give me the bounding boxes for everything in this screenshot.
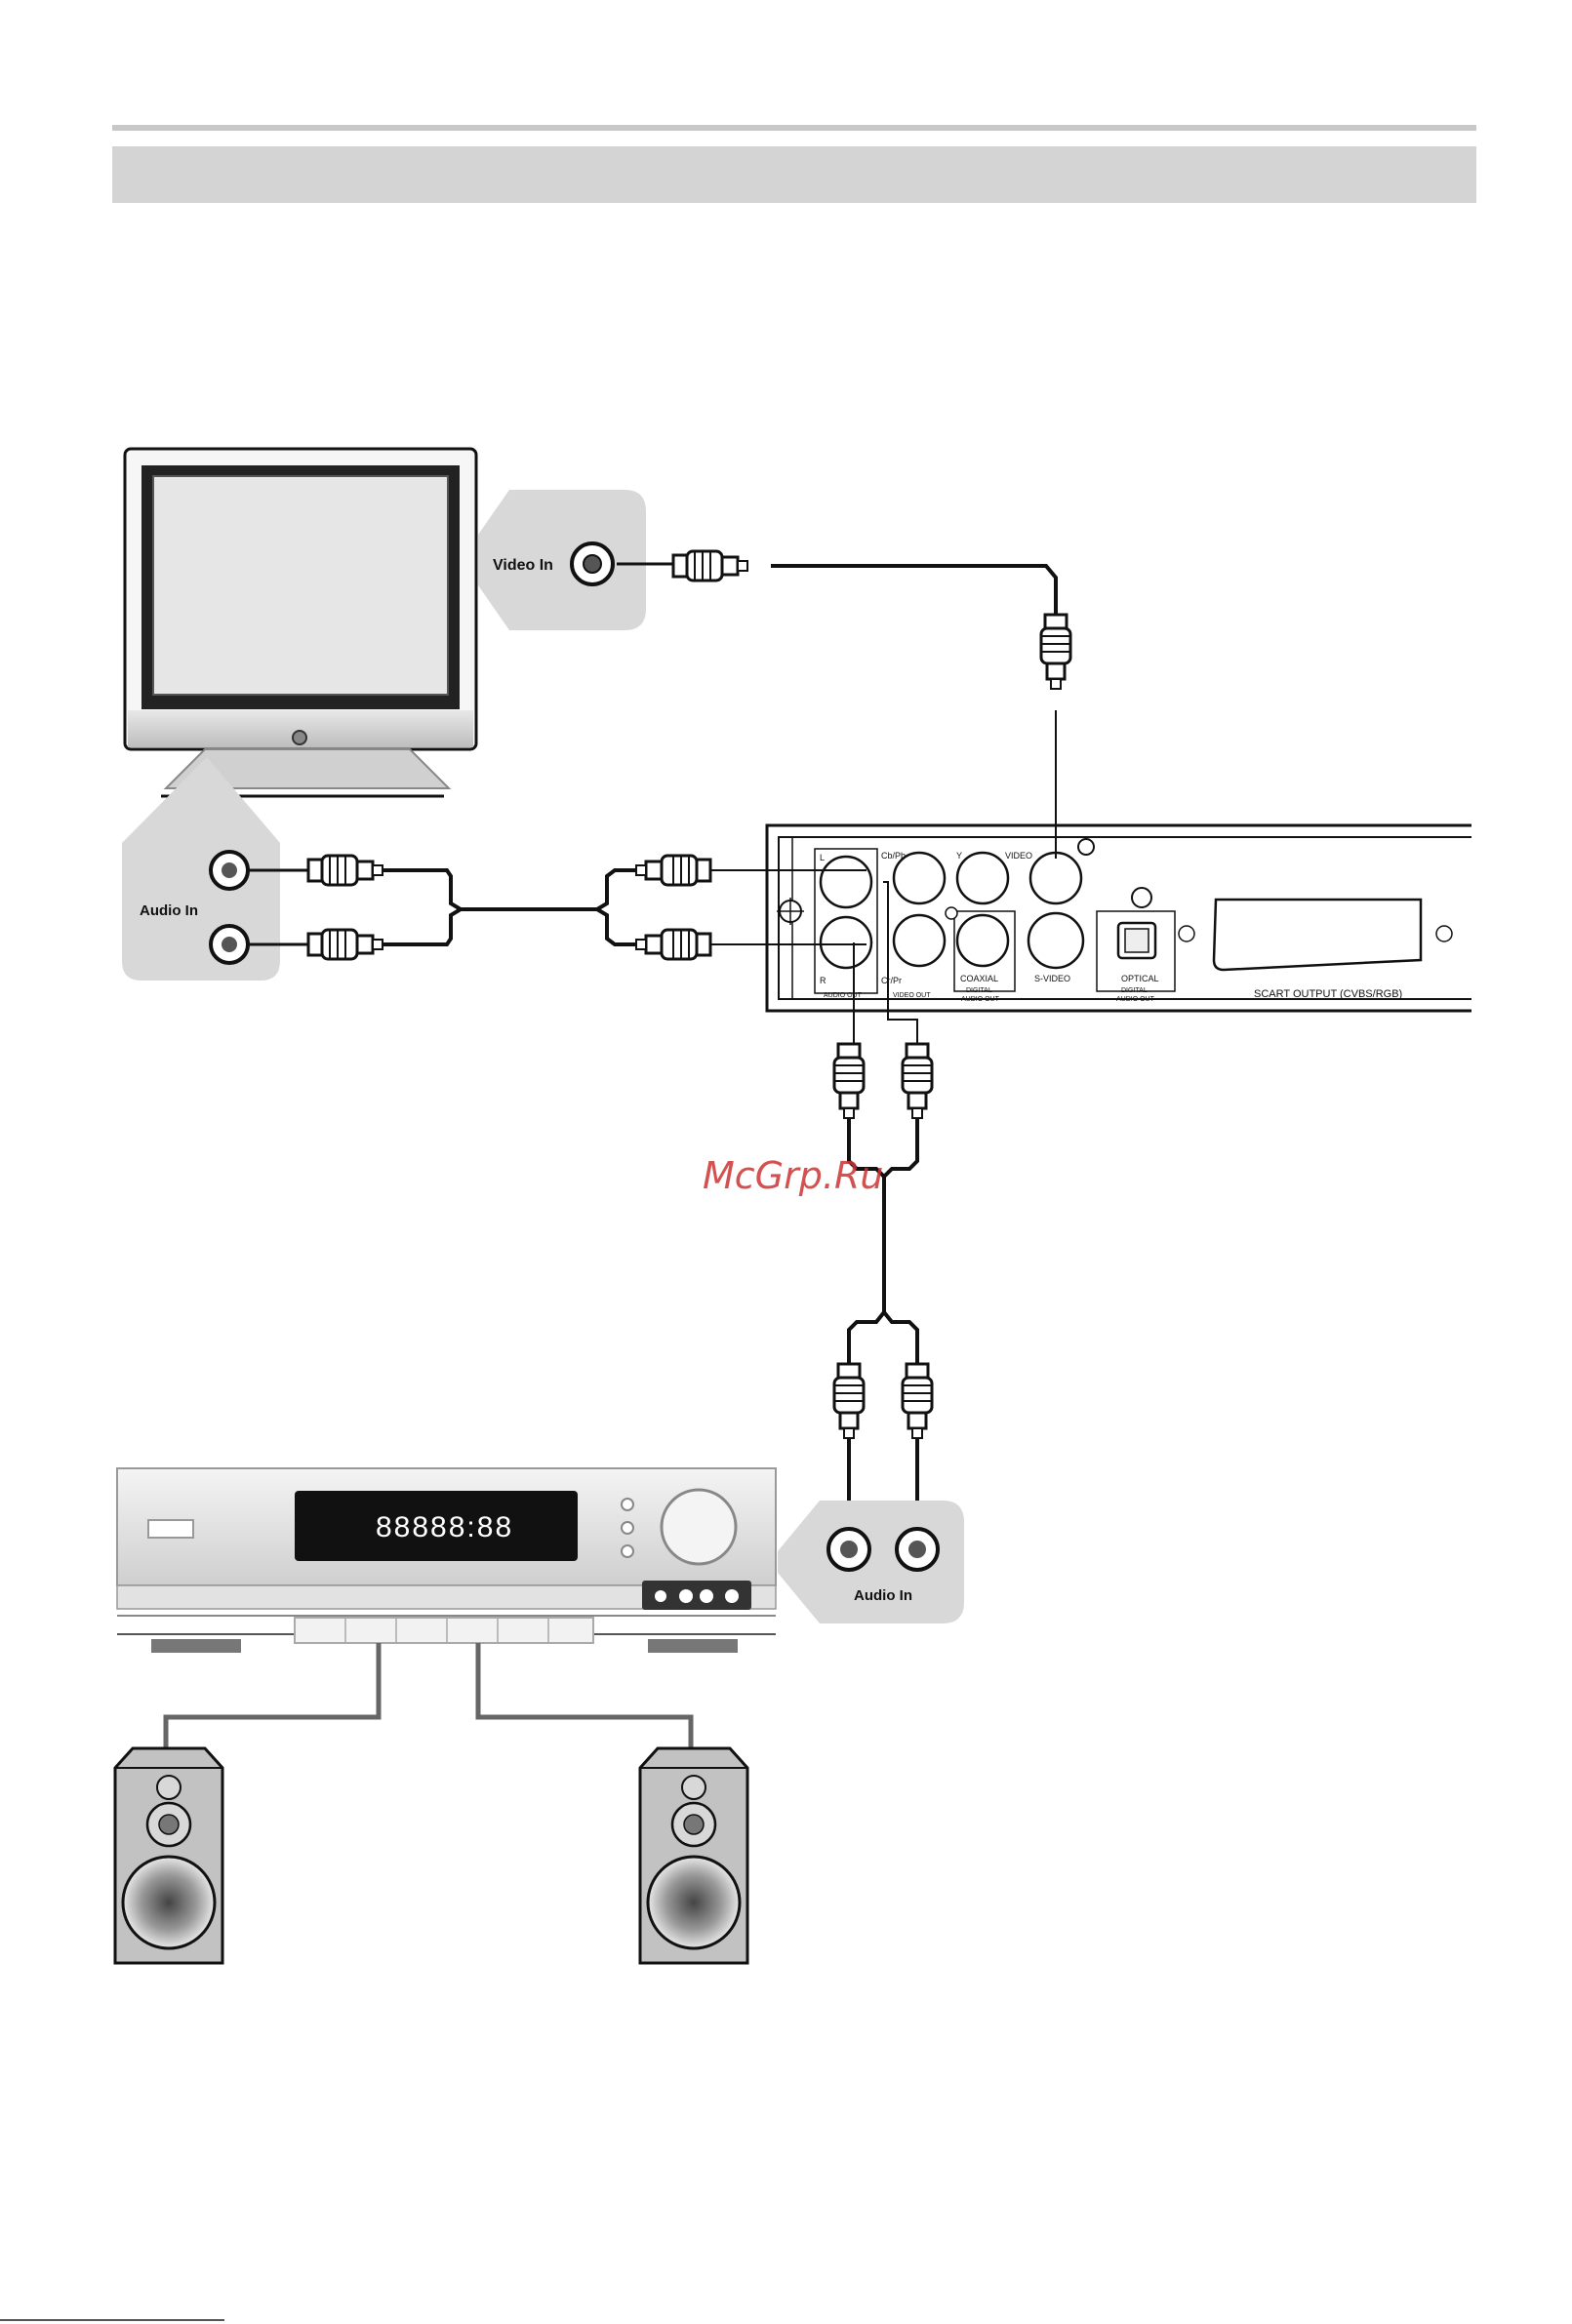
label-digital-2b: AUDIO OUT [1116, 996, 1155, 1003]
tv-audio-in-jack-right [211, 926, 248, 963]
header-rule [112, 125, 1476, 131]
jack-y [957, 853, 1008, 903]
jack-s-video [1028, 913, 1083, 968]
label-digital-1: DIGITAL [966, 987, 992, 994]
jack-coaxial [957, 915, 1008, 966]
amp-display: 88888:88 [376, 1511, 513, 1543]
volume-knob [662, 1490, 736, 1564]
label-svideo: S-VIDEO [1034, 974, 1070, 983]
speaker-left [115, 1748, 222, 1963]
header-band [112, 146, 1476, 203]
amp-audio-in-callout [778, 1501, 964, 1623]
label-video: VIDEO [1005, 851, 1032, 861]
label-crpr: Cr/Pr [881, 976, 902, 985]
tv-video-in-label: Video In [493, 557, 553, 574]
label-digital-1b: AUDIO OUT [961, 996, 1000, 1003]
speaker-wires [166, 1643, 691, 1748]
jack-audio-l [821, 857, 871, 907]
label-coaxial: COAXIAL [960, 974, 998, 983]
jack-cr-pr [894, 915, 945, 966]
label-digital-2: DIGITAL [1121, 987, 1148, 994]
label-l: L [820, 853, 825, 862]
label-scart: SCART OUTPUT (CVBS/RGB) [1254, 988, 1402, 1000]
label-y: Y [956, 851, 962, 861]
amp-audio-in-jack-right [897, 1529, 938, 1570]
tv-audio-in-label: Audio In [140, 902, 198, 919]
scart-connector [1214, 900, 1452, 970]
label-audio-out: AUDIO OUT [824, 992, 863, 999]
tv-monitor [125, 449, 476, 796]
label-optical: OPTICAL [1121, 974, 1159, 983]
tv-video-in-jack [572, 543, 613, 584]
screw-top [1078, 839, 1094, 855]
tv-audio-in-jack-left [211, 852, 248, 889]
jack-audio-r [821, 917, 871, 968]
amp-audio-in-jack-left [828, 1529, 869, 1570]
label-cbpb: Cb/Pb [881, 851, 906, 861]
amp-audio-in-label: Audio In [854, 1587, 912, 1604]
watermark: McGrp.Ru [703, 1154, 883, 1197]
speaker-right [640, 1748, 747, 1963]
label-r: R [820, 976, 826, 985]
jack-video [1030, 853, 1081, 903]
amplifier [117, 1468, 776, 1653]
video-cable [617, 551, 1070, 859]
label-video-out: VIDEO OUT [893, 992, 931, 999]
